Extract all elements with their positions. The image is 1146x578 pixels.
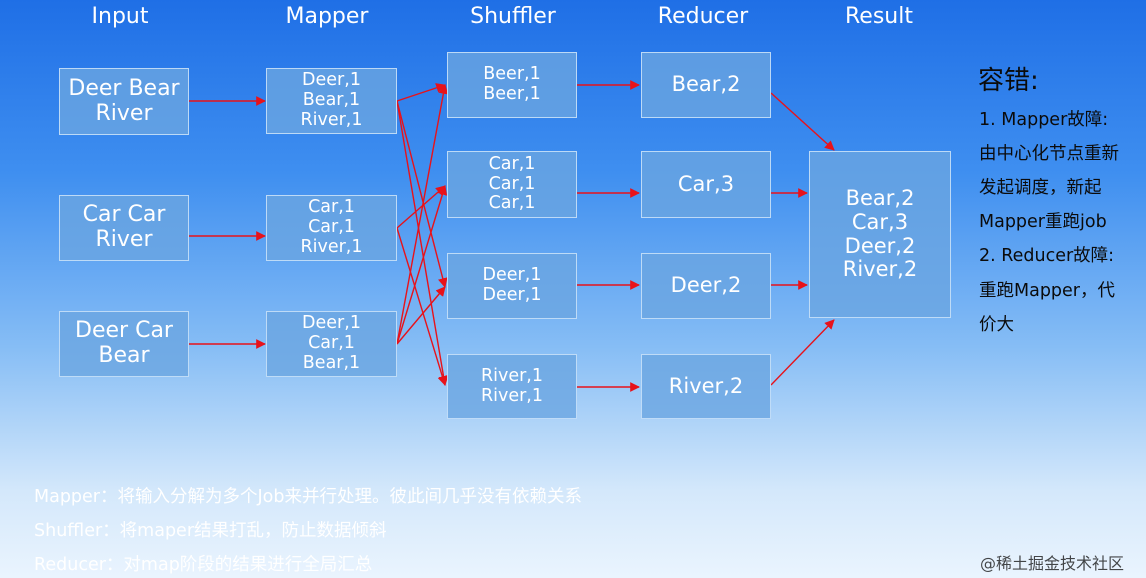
input-node-1-line-2: River [95, 100, 153, 126]
input-node-2: Car Car River [59, 195, 189, 261]
shuffler-node-2-line-1: Car,1 [488, 153, 536, 174]
fault-tolerance-line-3: 发起调度，新起 [979, 178, 1102, 198]
mapper-node-3: Deer,1 Car,1 Bear,1 [266, 311, 397, 377]
mapper-node-1-line-3: River,1 [300, 109, 363, 130]
shuffler-node-3-line-1: Deer,1 [482, 265, 542, 286]
watermark: @稀土掘金技术社区 [980, 554, 1125, 573]
arrow-mapper3-shuffler3 [396, 286, 446, 345]
reducer-node-1: Bear,2 [641, 52, 771, 118]
reducer-node-1-label: Bear,2 [671, 72, 741, 97]
mapper-node-3-line-1: Deer,1 [302, 313, 361, 334]
input-node-1: Deer Bear River [59, 68, 189, 135]
reducer-node-3: Deer,2 [641, 253, 771, 319]
arrow-mapper1-shuffler4 [396, 100, 449, 386]
arrow-mapper2-shuffler2 [396, 185, 446, 229]
shuffler-node-2-line-2: Car,1 [488, 173, 536, 194]
fault-tolerance-line-6: 重跑Mapper，代 [979, 281, 1116, 301]
shuffler-node-2-line-3: Car,1 [488, 193, 536, 214]
input-node-2-line-1: Car Car [82, 202, 166, 228]
result-node: Bear,2 Car,3 Deer,2 River,2 [809, 151, 951, 318]
note-reducer: Reducer：对map阶段的结果进行全局汇总 [34, 555, 373, 575]
fault-tolerance-line-4: Mapper重跑job [979, 212, 1107, 232]
arrow-mapper2-shuffler4 [396, 227, 448, 386]
shuffler-node-2: Car,1 Car,1 Car,1 [447, 151, 577, 218]
shuffler-node-4-line-2: River,1 [480, 385, 544, 406]
fault-tolerance-line-5: 2. Reducer故障: [979, 246, 1115, 266]
input-column-header: Input [91, 4, 149, 29]
fault-tolerance-title: 容错: [978, 66, 1039, 96]
fault-tolerance-line-2: 由中心化节点重新 [979, 144, 1119, 164]
result-line-4: River,2 [842, 257, 918, 282]
input-node-3-line-2: Bear [98, 343, 150, 368]
shuffler-node-1-line-2: Beer,1 [483, 84, 541, 104]
result-line-3: Deer,2 [844, 233, 916, 258]
reducer-node-2-label: Car,3 [677, 171, 735, 196]
note-mapper: Mapper：将输入分解为多个Job来并行处理。彼此间几乎没有依赖关系 [34, 487, 582, 507]
reducer-node-4: River,2 [641, 354, 771, 419]
input-node-3: Deer Car Bear [59, 311, 189, 377]
result-column-header: Result [845, 4, 913, 29]
arrow-mapper1-shuffler3 [396, 100, 448, 288]
mapper-node-2-line-2: Car,1 [308, 217, 355, 238]
shuffler-node-4-line-1: River,1 [480, 365, 544, 386]
shuffler-node-1: Beer,1 Beer,1 [447, 52, 577, 118]
mapper-node-2-line-1: Car,1 [308, 197, 355, 218]
mapper-node-2-line-3: River,1 [300, 236, 363, 257]
shuffler-node-4: River,1 River,1 [447, 354, 577, 419]
reducer-column-header: Reducer [657, 4, 749, 29]
mapper-column-header: Mapper [285, 4, 369, 29]
mapper-node-3-line-3: Bear,1 [302, 352, 361, 373]
reducer-node-2: Car,3 [641, 151, 771, 218]
shuffler-column-header: Shuffler [470, 4, 556, 29]
result-line-2: Car,3 [851, 209, 909, 234]
reducer-node-3-label: Deer,2 [670, 273, 742, 298]
fault-tolerance-line-7: 价大 [979, 315, 1014, 335]
shuffler-node-1-line-1: Beer,1 [483, 64, 541, 85]
reducer-node-4-label: River,2 [668, 373, 744, 398]
input-node-1-line-1: Deer Bear [68, 75, 180, 101]
shuffler-node-3-line-2: Deer,1 [482, 285, 542, 305]
input-node-3-line-1: Deer Car [75, 318, 173, 344]
shuffler-node-3: Deer,1 Deer,1 [447, 253, 577, 319]
arrow-mapper1-shuffler1 [396, 83, 446, 102]
mapper-node-2: Car,1 Car,1 River,1 [266, 195, 397, 261]
mapper-node-1: Deer,1 Bear,1 River,1 [266, 68, 397, 134]
arrow-reducer4-result [770, 319, 835, 386]
result-line-1: Bear,2 [845, 186, 915, 211]
input-node-2-line-2: River [95, 227, 153, 252]
note-shuffler: Shuffler：将maper结果打乱，防止数据倾斜 [34, 521, 387, 541]
arrow-mapper3-shuffler2 [396, 185, 448, 345]
arrow-reducer1-result [770, 92, 835, 151]
mapper-node-1-line-1: Deer,1 [302, 70, 361, 91]
mapper-node-1-line-2: Bear,1 [302, 90, 361, 111]
arrow-mapper3-shuffler1 [396, 84, 449, 345]
fault-tolerance-line-1: 1. Mapper故障: [979, 110, 1109, 130]
mapper-node-3-line-2: Car,1 [308, 333, 355, 354]
